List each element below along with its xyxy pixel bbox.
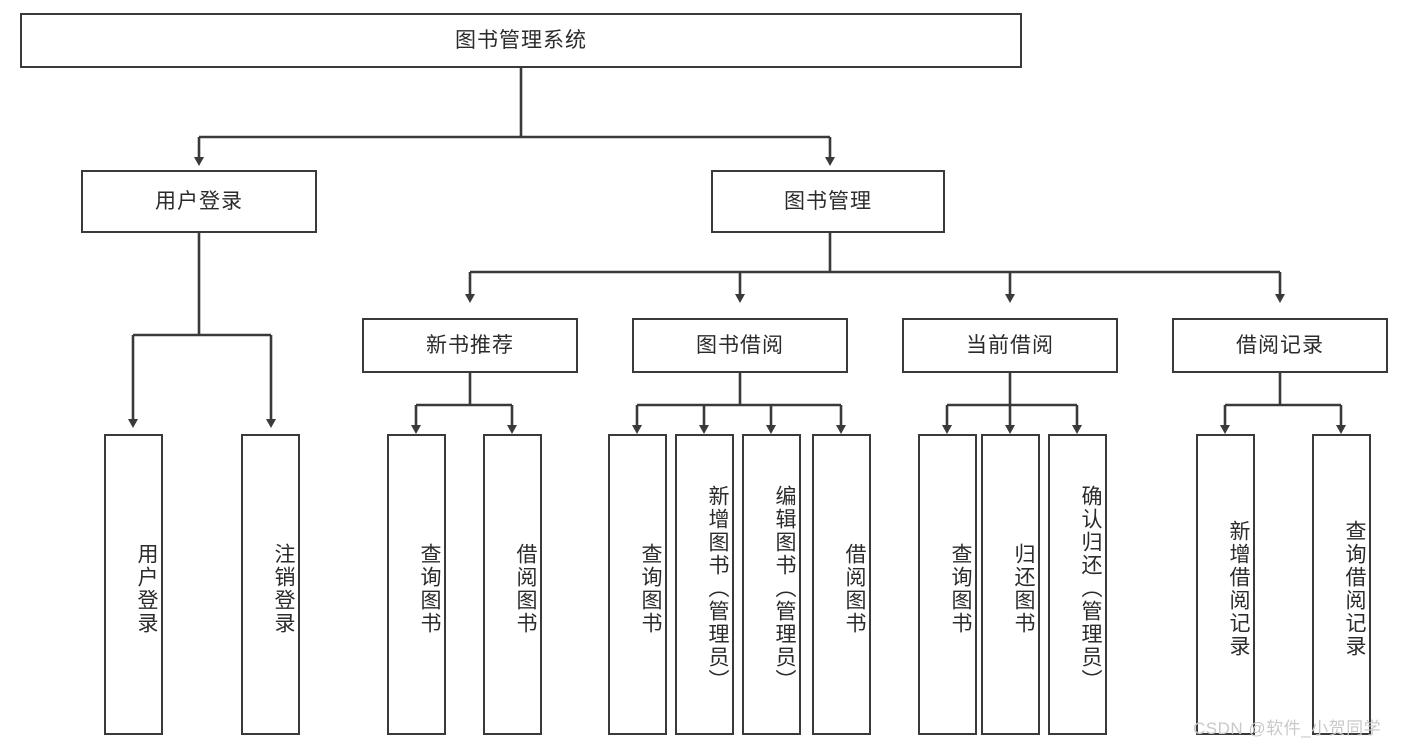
leaf-borrow-add-book-admin-label: 新增图书（管理员） <box>706 485 729 692</box>
csdn-watermark: CSDN @软件_小贺同学 <box>1193 719 1382 738</box>
leaf-new-books-borrow-book[interactable]: 借阅图书 <box>483 434 542 735</box>
leaf-borrow-query-book-label: 查询图书 <box>639 542 662 635</box>
node-book-borrow[interactable]: 图书借阅 <box>632 318 848 373</box>
node-borrow-records-label: 借阅记录 <box>1236 333 1324 357</box>
leaf-new-books-query-book[interactable]: 查询图书 <box>387 434 446 735</box>
node-user-login[interactable]: 用户登录 <box>81 170 317 233</box>
leaf-logout[interactable]: 注销登录 <box>241 434 300 735</box>
leaf-borrow-borrow-book-label: 借阅图书 <box>843 542 866 635</box>
leaf-current-return-book[interactable]: 归还图书 <box>981 434 1040 735</box>
leaf-current-confirm-return-admin-label: 确认归还（管理员） <box>1079 485 1102 692</box>
leaf-current-query-book[interactable]: 查询图书 <box>918 434 977 735</box>
node-book-borrow-label: 图书借阅 <box>696 333 784 357</box>
node-book-management-label: 图书管理 <box>784 189 872 213</box>
leaf-current-return-book-label: 归还图书 <box>1012 542 1035 635</box>
node-current-borrow[interactable]: 当前借阅 <box>902 318 1118 373</box>
leaf-borrow-edit-book-admin[interactable]: 编辑图书（管理员） <box>742 434 801 735</box>
leaf-logout-label: 注销登录 <box>272 542 295 635</box>
node-user-login-label: 用户登录 <box>155 189 243 213</box>
leaf-records-query-record[interactable]: 查询借阅记录 <box>1312 434 1371 735</box>
leaf-records-add-record[interactable]: 新增借阅记录 <box>1196 434 1255 735</box>
leaf-borrow-query-book[interactable]: 查询图书 <box>608 434 667 735</box>
node-current-borrow-label: 当前借阅 <box>966 333 1054 357</box>
leaf-user-login[interactable]: 用户登录 <box>104 434 163 735</box>
leaf-new-books-borrow-book-label: 借阅图书 <box>514 542 537 635</box>
leaf-records-query-record-label: 查询借阅记录 <box>1343 519 1366 658</box>
leaf-current-query-book-label: 查询图书 <box>949 542 972 635</box>
leaf-new-books-query-book-label: 查询图书 <box>418 542 441 635</box>
node-book-management[interactable]: 图书管理 <box>711 170 945 233</box>
node-borrow-records[interactable]: 借阅记录 <box>1172 318 1388 373</box>
node-new-book-recommend[interactable]: 新书推荐 <box>362 318 578 373</box>
node-root[interactable]: 图书管理系统 <box>20 13 1022 68</box>
leaf-current-confirm-return-admin[interactable]: 确认归还（管理员） <box>1048 434 1107 735</box>
leaf-borrow-edit-book-admin-label: 编辑图书（管理员） <box>773 485 796 692</box>
node-root-label: 图书管理系统 <box>455 28 587 52</box>
leaf-user-login-label: 用户登录 <box>135 542 158 635</box>
leaf-records-add-record-label: 新增借阅记录 <box>1227 519 1250 658</box>
leaf-borrow-add-book-admin[interactable]: 新增图书（管理员） <box>675 434 734 735</box>
node-new-book-recommend-label: 新书推荐 <box>426 333 514 357</box>
leaf-borrow-borrow-book[interactable]: 借阅图书 <box>812 434 871 735</box>
